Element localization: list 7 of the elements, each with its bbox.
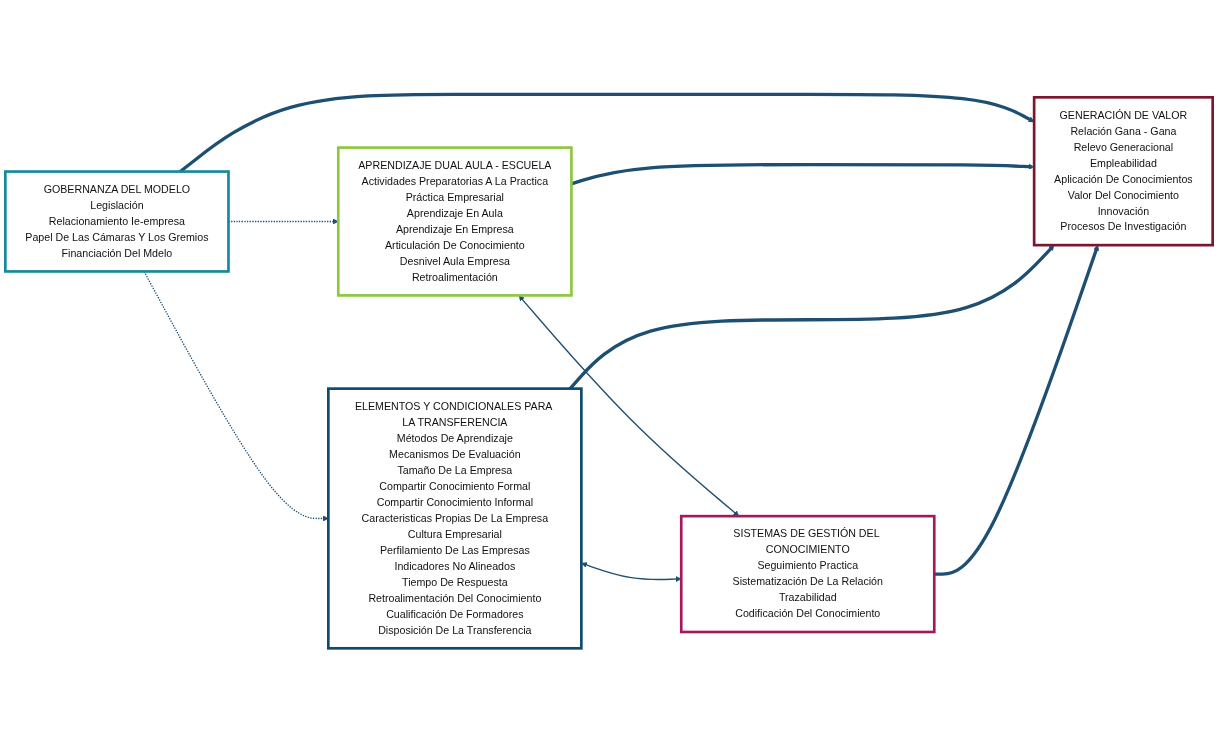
node-box: ELEMENTOS Y CONDICIONALES PARA LA TRANSFERENCIA Métodos De Aprendizaje Mecanismos De Evaluación Tamaño De La Empresa Compartir Conocimiento Formal Compartir Conocimiento Informal Caracteristicas Propias De La Empresa Cultura Empresarial Perfilamiento De Las Empresas Indicadores No Alineados Tiempo De Respuesta Retroalimentación Del Conocimiento Cualificación De Formadores Disposición De La Transferencia bbox=[327, 386, 583, 650]
node-box: SISTEMAS DE GESTIÓN DEL CONOCIMIENTO Seguimiento Practica Sistematización De La Relación Trazabilidad Codificación Del Conocimiento bbox=[679, 514, 936, 633]
node-box: GOBERNANZA DEL MODELO Legislación Relacionamiento Ie-empresa Papel De Las Cámaras Y Los Gremios Financiación Del Mdelo bbox=[4, 169, 230, 273]
node-box: APRENDIZAJE DUAL AULA - ESCUELA Actividades Preparatorias A La Practica Práctica Empresarial Aprendizaje En Aula Aprendizaje En Empresa Articulación De Conocimiento Desnivel Aula Empresa Retroalimentación bbox=[336, 145, 573, 297]
node-box: GENERACIÓN DE VALOR Relación Gana - Gana Relevo Generacional Empleabilidad Aplicación De Conocimientos Valor Del Conocimiento Innovación Procesos De Investigación bbox=[1032, 95, 1214, 247]
arrow bbox=[581, 561, 682, 582]
arrow bbox=[934, 244, 1099, 576]
